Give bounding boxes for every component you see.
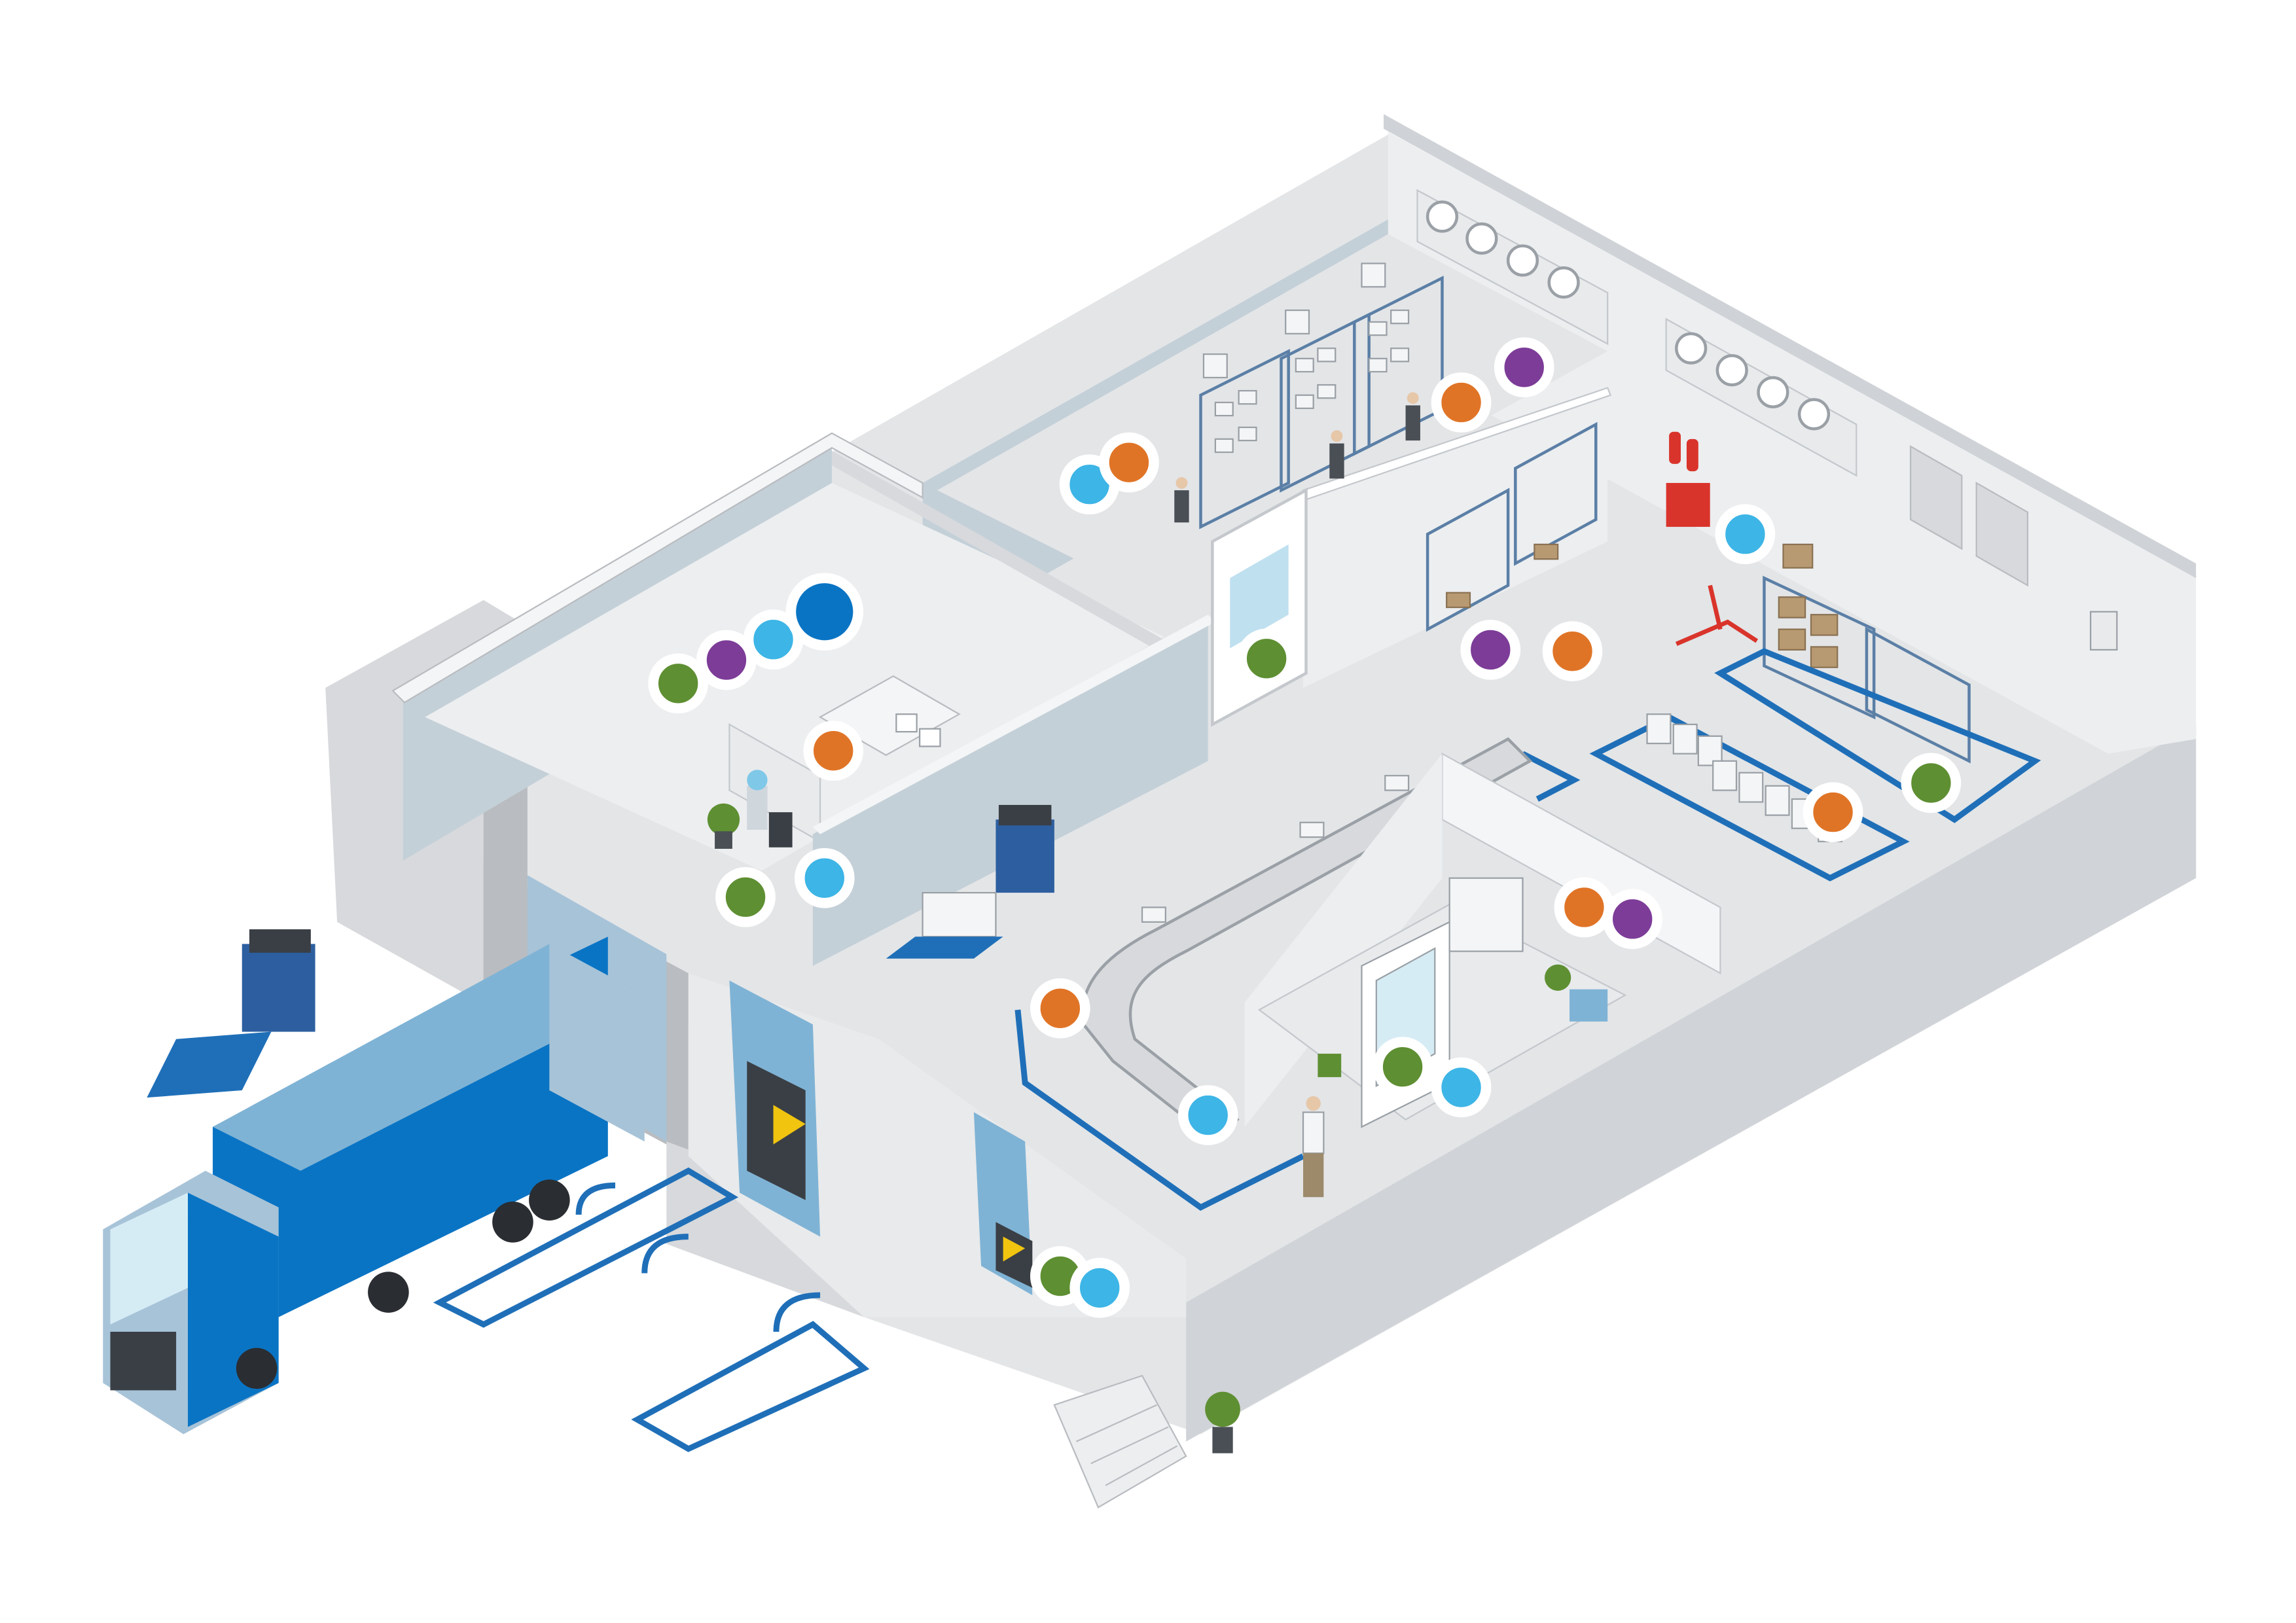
hotspot-cold-room-orange[interactable] <box>1099 432 1159 493</box>
hotspot-office-green[interactable] <box>648 653 709 714</box>
parking-bay-marking <box>433 1167 870 1452</box>
conveyor-floor-marking <box>1014 1009 1305 1211</box>
hotspot-marker[interactable] <box>1236 628 1297 689</box>
dock-plant-pot <box>1212 1427 1233 1454</box>
office-monitor <box>895 713 918 733</box>
hotspot-marker[interactable] <box>1554 877 1615 938</box>
hotspot-marker[interactable] <box>1431 1057 1492 1118</box>
hotspot-marker[interactable] <box>785 573 864 651</box>
hotspot-marker[interactable] <box>1803 782 1863 842</box>
hotspot-marker[interactable] <box>1069 1258 1130 1318</box>
hotspot-marker[interactable] <box>1460 620 1521 680</box>
back-right-wall-top <box>1384 114 2197 579</box>
hotspot-break-area-green[interactable] <box>715 866 776 927</box>
hotspot-cold-room-top-purple[interactable] <box>1494 337 1554 398</box>
office-back-wall-top <box>391 432 924 704</box>
hotspot-packing-room-orange[interactable] <box>1554 877 1615 938</box>
hotspot-office-desk-orange[interactable] <box>803 721 864 781</box>
hotspot-packing-room-purple[interactable] <box>1602 889 1663 950</box>
hotspot-cold-room-top-orange[interactable] <box>1431 372 1492 433</box>
coffee-machine <box>768 812 793 847</box>
corridor-wall-top <box>812 615 1215 834</box>
electrical-panel <box>2090 611 2118 651</box>
office-plant <box>707 803 740 836</box>
cold-room-door-window <box>1230 544 1289 649</box>
dock-stairs <box>1053 1374 1187 1508</box>
hotspot-reception-green[interactable] <box>1372 1037 1433 1097</box>
truck-windshield <box>110 1192 188 1325</box>
hotspot-office-purple[interactable] <box>696 630 757 690</box>
hotspot-cold-room-door-green[interactable] <box>1236 628 1297 689</box>
office-plant-pot <box>715 831 732 849</box>
truck-trailer-rear <box>549 944 645 1142</box>
office-room <box>425 450 1215 966</box>
truck-trailer-top <box>213 944 645 1171</box>
hotspot-marker[interactable] <box>1099 432 1159 493</box>
hotspot-rack-zone-green[interactable] <box>1901 753 1962 813</box>
hotspot-corridor-light-blue[interactable] <box>794 847 855 908</box>
water-cooler <box>747 785 768 830</box>
hotspot-marker[interactable] <box>803 721 864 781</box>
hotspot-marker[interactable] <box>696 630 757 690</box>
office-monitor-2 <box>919 728 941 747</box>
hotspot-marker[interactable] <box>1372 1037 1433 1097</box>
cold-room-cooler-unit-2 <box>1285 309 1310 334</box>
hotspot-marker[interactable] <box>1494 337 1554 398</box>
hotspot-marker[interactable] <box>1901 753 1962 813</box>
truck-icon <box>103 936 645 1435</box>
cold-room-front-wall <box>1303 395 1608 688</box>
forklift-icon-outside <box>147 929 315 1098</box>
office-floor <box>425 482 1164 871</box>
cold-room-cooler-unit-3 <box>1361 262 1386 288</box>
dock-plant <box>1205 1391 1240 1427</box>
cold-room-cooler-unit <box>1202 353 1228 379</box>
worker-figure-2 <box>1302 1096 1325 1198</box>
worker-figure <box>1174 392 1420 523</box>
forklift-icon <box>886 804 1054 959</box>
back-wall-fixtures <box>1416 188 2118 651</box>
hotspot-pallet-zone-orange[interactable] <box>1803 782 1863 842</box>
fire-extinguisher-icon <box>1666 431 1710 527</box>
dock-door <box>729 980 1033 1296</box>
hotspot-fire-equipment-light-blue[interactable] <box>1715 504 1776 565</box>
office-side-wall <box>831 450 1172 659</box>
fan-icon <box>1426 200 1831 431</box>
water-cooler-bottle <box>747 770 768 791</box>
truck-wheel <box>236 1179 570 1389</box>
hotspot-marker[interactable] <box>1715 504 1776 565</box>
pallet-jack <box>1675 584 1759 647</box>
cardboard-boxes <box>1446 543 1839 668</box>
hotspot-marker[interactable] <box>794 847 855 908</box>
truck-grille <box>110 1331 177 1391</box>
cold-room-boxes <box>1214 309 1410 454</box>
air-vent-grille <box>1909 445 2029 587</box>
hotspot-marker[interactable] <box>1602 889 1663 950</box>
shelving-unit <box>1426 421 1971 764</box>
hotspot-storage-purple[interactable] <box>1460 620 1521 680</box>
reception-plant <box>1545 964 1571 991</box>
hotspot-marker[interactable] <box>715 866 776 927</box>
hotspot-reception-light-blue[interactable] <box>1431 1057 1492 1118</box>
hotspot-office-dark-blue[interactable] <box>785 573 864 651</box>
hotspot-layer <box>648 337 1962 1318</box>
conveyor-boxes <box>1141 775 1410 923</box>
hotspot-storage-orange[interactable] <box>1542 621 1603 681</box>
hotspot-marker[interactable] <box>1030 978 1090 1039</box>
right-outer-wall-face <box>1186 724 2197 1442</box>
hotspot-conveyor-orange[interactable] <box>1030 978 1090 1039</box>
hotspot-marker[interactable] <box>648 653 709 714</box>
reception-cabinet <box>1570 989 1608 1022</box>
hotspot-conveyor-light-blue[interactable] <box>1177 1085 1238 1145</box>
corridor-wall <box>812 622 1208 966</box>
packing-shelf <box>1448 877 1524 952</box>
hotspot-marker[interactable] <box>1177 1085 1238 1145</box>
first-aid-sign-icon <box>1318 1054 1342 1077</box>
hotspot-dock-door-light-blue[interactable] <box>1069 1258 1130 1318</box>
hotspot-marker[interactable] <box>1542 621 1603 681</box>
hotspot-marker[interactable] <box>1431 372 1492 433</box>
floor-marking <box>1521 648 2041 882</box>
